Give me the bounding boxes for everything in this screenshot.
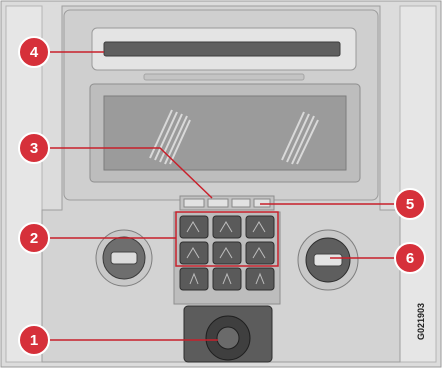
cd-slot[interactable] <box>104 42 340 56</box>
callout-5: 5 <box>395 189 425 219</box>
small-button-d[interactable] <box>254 199 270 207</box>
small-button-b[interactable] <box>208 199 228 207</box>
keypad-key[interactable] <box>180 242 208 264</box>
left-knob-grip <box>111 252 137 264</box>
keypad-key[interactable] <box>246 216 274 238</box>
keypad-key[interactable] <box>213 242 241 264</box>
callout-3: 3 <box>19 133 49 163</box>
small-button-a[interactable] <box>184 199 204 207</box>
callout-4-label: 4 <box>30 44 39 61</box>
callout-2: 2 <box>19 223 49 253</box>
nav-center-button[interactable] <box>217 327 239 349</box>
keypad-key[interactable] <box>213 268 241 290</box>
callout-6: 6 <box>395 243 425 273</box>
keypad-key[interactable] <box>180 268 208 290</box>
callout-1: 1 <box>19 325 49 355</box>
display-screen <box>104 96 346 170</box>
keypad-key[interactable] <box>246 242 274 264</box>
cd-slot-lip <box>144 74 304 80</box>
right-knob-grip <box>314 254 342 266</box>
callout-5-label: 5 <box>406 196 414 213</box>
keypad-key[interactable] <box>180 216 208 238</box>
keypad-key[interactable] <box>213 216 241 238</box>
callout-2-label: 2 <box>30 230 38 247</box>
small-button-c[interactable] <box>232 199 250 207</box>
keypad <box>180 216 274 290</box>
callout-1-label: 1 <box>30 332 38 349</box>
callout-3-label: 3 <box>30 140 38 157</box>
figure-code: G021903 <box>416 303 426 340</box>
callout-6-label: 6 <box>406 250 414 267</box>
keypad-key[interactable] <box>246 268 274 290</box>
callout-4: 4 <box>19 37 49 67</box>
